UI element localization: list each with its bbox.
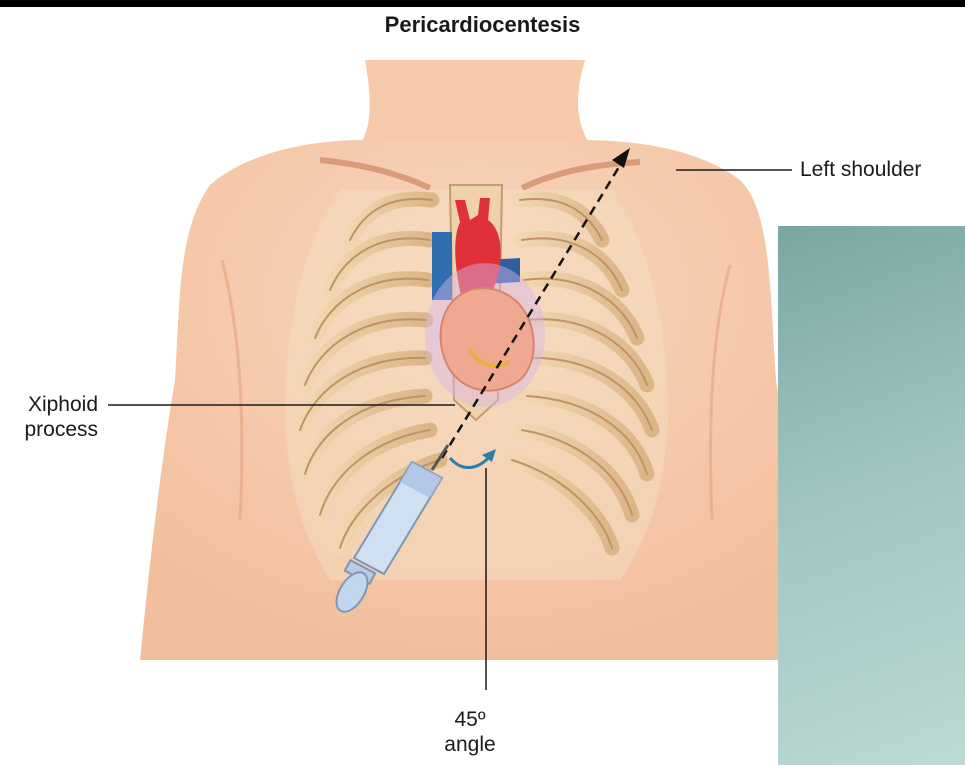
neck [360, 60, 590, 145]
angle-label: 45º angle [430, 707, 510, 757]
xiphoid-label-line2: process [0, 417, 98, 442]
left-shoulder-label: Left shoulder [800, 157, 921, 182]
heart [440, 288, 533, 390]
xiphoid-label-line1: Xiphoid [0, 392, 98, 417]
xiphoid-process-label: Xiphoid process [0, 392, 98, 442]
angle-label-line2: angle [430, 732, 510, 757]
angle-label-line1: 45º [430, 707, 510, 732]
overlay-panel [778, 226, 965, 765]
